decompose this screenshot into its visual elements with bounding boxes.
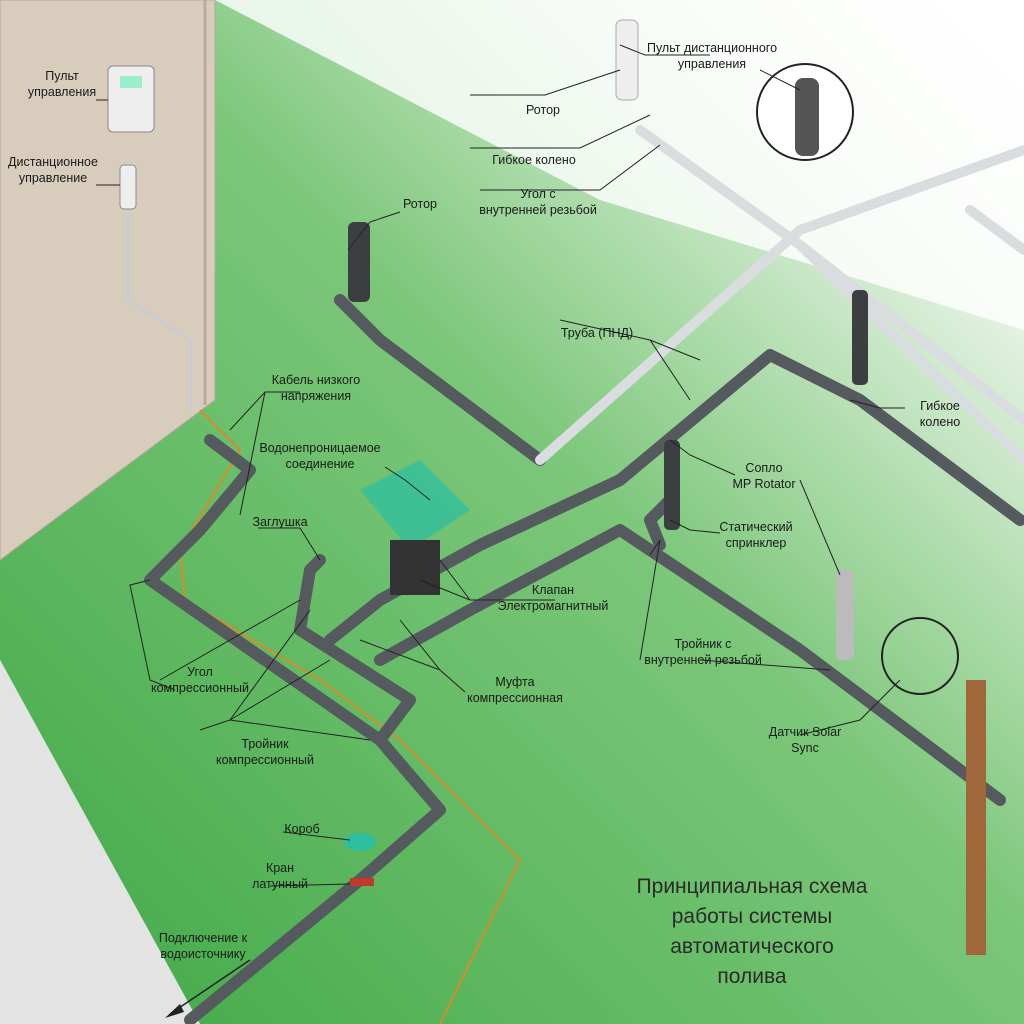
diagram-title: Принципиальная схема работы системы авто… [636, 875, 868, 988]
label-brass-valve: Кран латунный [252, 861, 308, 891]
label-control-panel: Пульт управления [27, 69, 97, 99]
label-flex-elbow-right: Гибкое колено [919, 399, 961, 429]
remote-receiver [119, 164, 137, 210]
label-compression-coupling: Муфта компрессионная [467, 675, 563, 705]
solar-sync-inset [881, 617, 959, 695]
mp-rotator-body [836, 570, 854, 660]
label-remote-control-receiver: Дистанционное управление [8, 155, 98, 185]
small-valve-box [344, 833, 376, 851]
label-rotor-left: Ротор [403, 197, 437, 211]
static-sprinkler-body [664, 440, 680, 530]
label-mp-rotator: Сопло MP Rotator [732, 461, 796, 491]
label-valve-box: Короб [284, 822, 320, 836]
label-pipe-hdpe: Труба (ПНД) [560, 326, 634, 340]
label-female-elbow: Угол с внутренней резьбой [479, 187, 597, 217]
brass-valve-handle [350, 878, 374, 886]
paving [0, 660, 200, 1024]
valve-box-lid [360, 460, 470, 550]
label-static-sprinkler: Статический спринклер [719, 520, 793, 550]
label-female-tee: Тройник с внутренней резьбой [644, 637, 762, 667]
label-solar-sync: Датчик Solar Sync [768, 725, 842, 755]
label-waterproof-connection: Водонепроницаемое соединение [259, 441, 381, 471]
controller-box [107, 65, 155, 133]
supply-pipe [144, 434, 446, 1024]
label-solenoid-valve: Клапан Электромагнитный [497, 583, 609, 613]
label-water-source: Подключение к водоисточнику [158, 931, 248, 961]
rotor-left-body [348, 222, 370, 302]
label-compression-tee: Тройник компрессионный [215, 737, 315, 767]
label-remote-control: Пульт дистанционного управления [646, 41, 778, 71]
low-voltage-cable-line [178, 409, 522, 1024]
rotor-top-body [615, 19, 639, 101]
label-flex-elbow-top: Гибкое колено [492, 153, 576, 167]
label-compression-elbow: Угол компрессионный [150, 665, 250, 695]
label-rotor-top: Ротор [526, 103, 560, 117]
house-wall [0, 0, 216, 561]
label-low-voltage-cable: Кабель низкого напряжения [271, 373, 361, 403]
label-plug: Заглушка [252, 515, 308, 529]
wood-post [966, 680, 986, 955]
rotor-right-body [852, 290, 868, 385]
